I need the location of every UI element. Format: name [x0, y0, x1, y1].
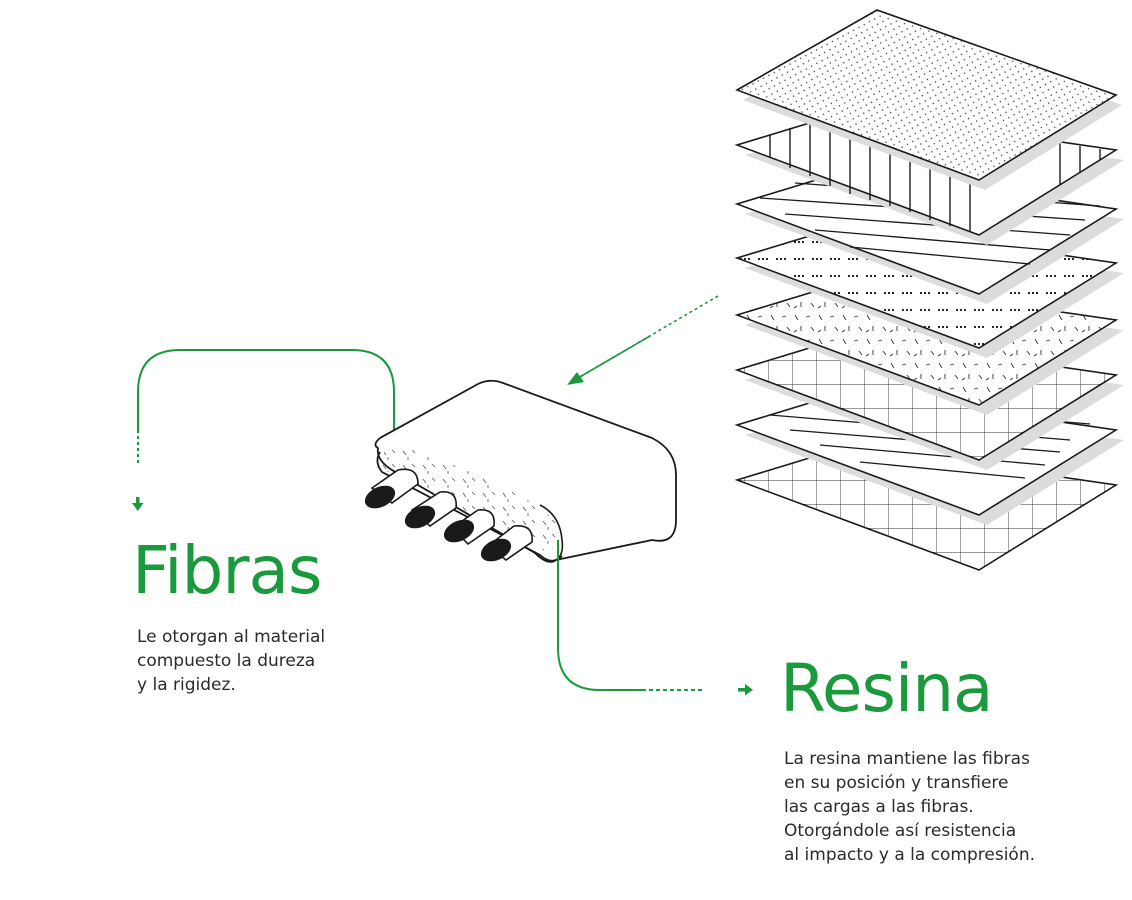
resin-block: [364, 379, 677, 563]
resina-title: Resina: [780, 650, 993, 727]
fibras-connector: [137, 349, 395, 480]
fibras-title: Fibras: [132, 532, 322, 609]
arrow-right-icon: [738, 684, 753, 696]
fiber-tube-3: [443, 509, 495, 546]
arrow-down-icon: [132, 497, 144, 511]
fiber-tube-4: [480, 525, 533, 562]
fiber-tube-1: [364, 468, 419, 509]
arrow-diagonal-icon: [567, 295, 719, 385]
laminate-stack: [734, 9, 1124, 571]
layer-1-fine-dots: [735, 9, 1122, 190]
fibras-description: Le otorgan al material compuesto la dure…: [137, 627, 326, 695]
resina-connector: [557, 540, 702, 691]
resina-description: La resina mantiene las fibras en su posi…: [784, 749, 1036, 865]
fiber-tube-2: [404, 491, 457, 529]
